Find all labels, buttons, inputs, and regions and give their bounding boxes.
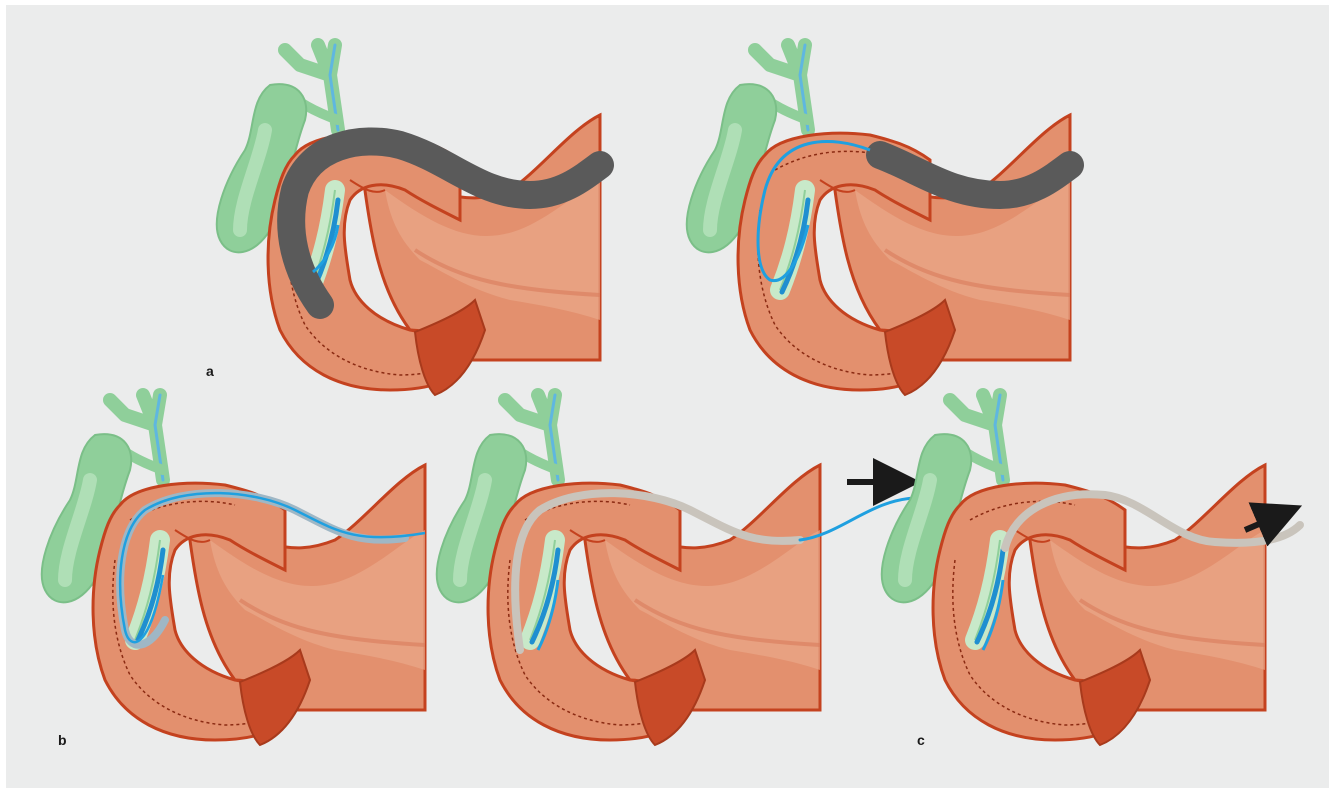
panel-c-stage-1 [437,395,915,745]
panel-c-stage-2 [882,395,1300,745]
panel-label-b: b [58,733,67,747]
panel-a-stage-2 [687,45,1070,395]
panel-label-a: a [206,364,214,378]
panel-a-stage-1 [217,45,600,395]
panel-label-c: c [917,733,925,747]
panel-b [42,395,425,745]
